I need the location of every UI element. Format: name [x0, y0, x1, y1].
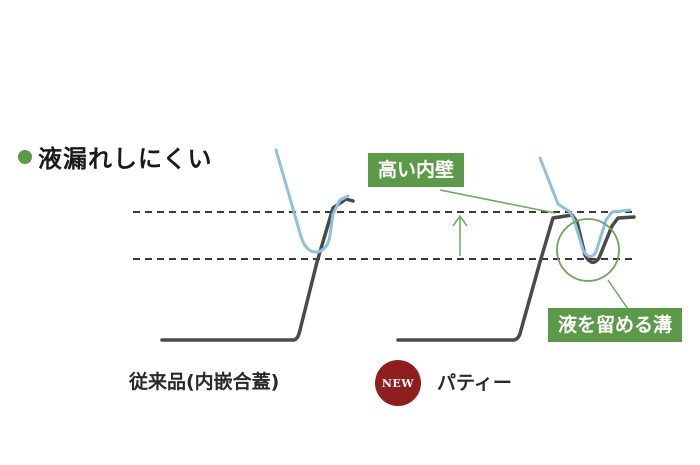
height-arrow-head: [452, 214, 468, 227]
high-wall-tag: 高い内壁: [368, 153, 465, 187]
groove-highlight-circle: [556, 218, 620, 282]
feature-heading: 液漏れしにくい: [18, 139, 213, 174]
high-wall-pointer: [439, 189, 556, 214]
conventional-caption: 従来品(内嵌合蓋): [129, 371, 280, 393]
green-bullet-icon: [18, 149, 32, 164]
groove-pointer: [607, 279, 631, 313]
feature-title: 液漏れしにくい: [38, 145, 213, 173]
conventional-lid: [274, 148, 350, 254]
new-product-caption: パティー: [437, 372, 512, 394]
conventional-container-wall: [160, 197, 355, 342]
new-badge: NEW: [375, 360, 421, 406]
new-lid: [538, 156, 632, 258]
groove-tag: 液を留める溝: [548, 308, 683, 342]
